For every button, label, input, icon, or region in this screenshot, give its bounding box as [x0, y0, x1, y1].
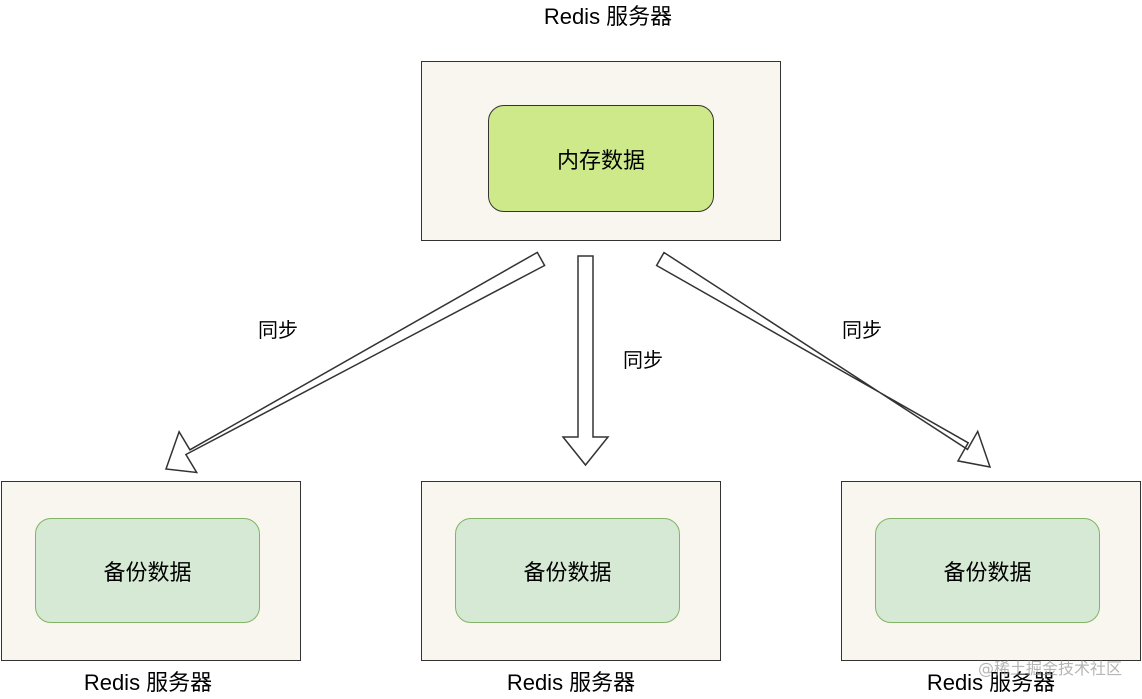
replica-server-label-left: Redis 服务器 — [83, 670, 213, 695]
replica-backup-data-label: 备份数据 — [523, 560, 612, 586]
primary-server-label: Redis 服务器 — [543, 4, 673, 29]
replica-backup-data-center: 备份数据 — [455, 518, 680, 623]
sync-arrow-left — [164, 251, 546, 474]
sync-label-right: 同步 — [842, 318, 882, 342]
replica-backup-data-label: 备份数据 — [103, 560, 192, 586]
replica-server-label-center: Redis 服务器 — [506, 670, 636, 695]
sync-label-center: 同步 — [623, 348, 663, 372]
watermark: @稀土掘金技术社区 — [977, 659, 1122, 678]
sync-arrow-right — [655, 251, 992, 468]
replica-backup-data-right: 备份数据 — [875, 518, 1100, 623]
sync-label-left: 同步 — [258, 318, 298, 342]
primary-memory-data-label: 内存数据 — [556, 148, 645, 174]
replica-backup-data-left: 备份数据 — [35, 518, 260, 623]
sync-arrow-center — [561, 255, 610, 467]
replica-backup-data-label: 备份数据 — [943, 560, 1032, 586]
replica-server-label-right: Redis 服务器 — [926, 670, 1056, 695]
primary-memory-data: 内存数据 — [488, 105, 714, 212]
